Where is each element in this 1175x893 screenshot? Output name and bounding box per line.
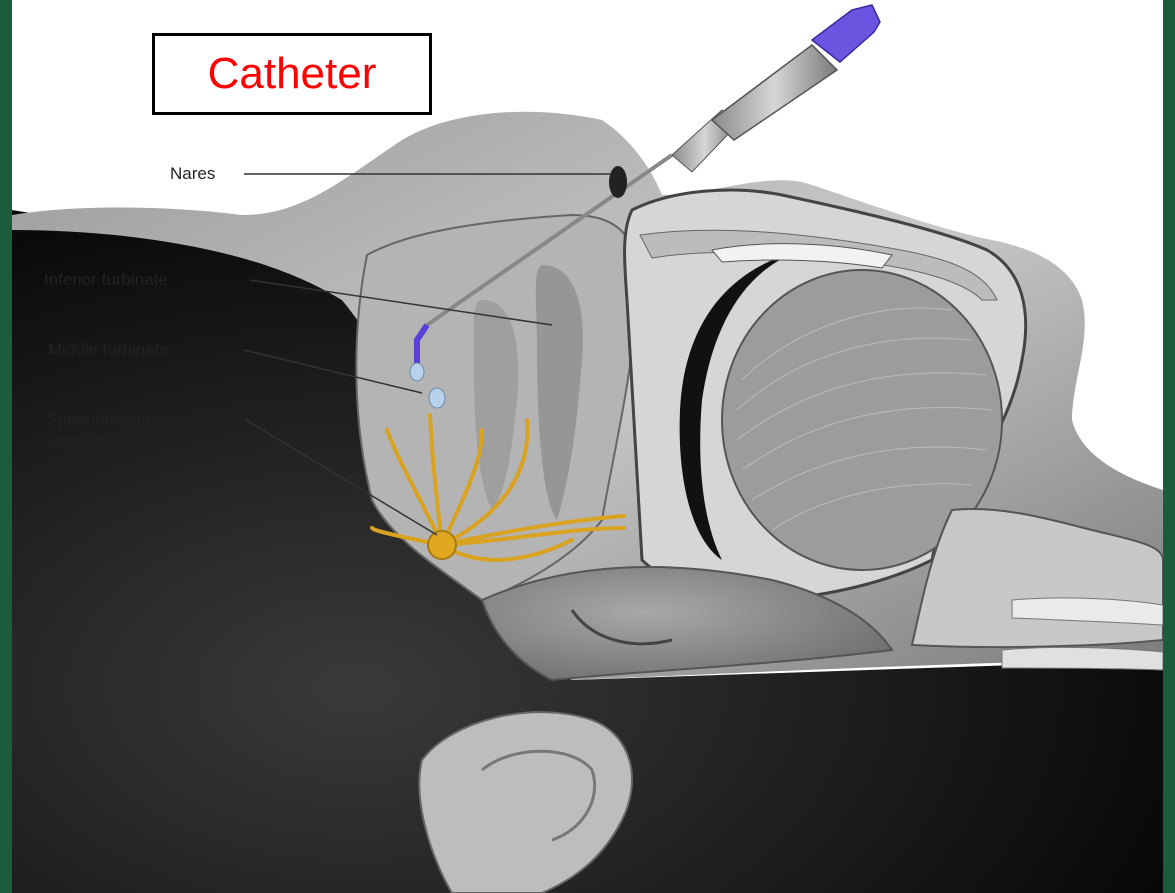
catheter-callout-text: Catheter — [208, 49, 377, 99]
label-inferior-turbinate: Inferior turbinate — [44, 270, 168, 290]
sphenopalatine-ganglion — [428, 531, 456, 559]
head-sagittal-illustration — [12, 0, 1163, 893]
label-sphenopalatine-line1: Sphenopalatine — [46, 410, 164, 430]
illustration-panel: Catheter Nares Inferior turbinate Middle… — [12, 0, 1163, 893]
catheter-callout-box: Catheter — [152, 33, 432, 115]
label-sphenopalatine-line2: ganglion — [46, 430, 110, 450]
catheter-hub — [812, 5, 880, 62]
nares-opening — [609, 166, 627, 198]
label-middle-turbinate: Middle turbinate — [48, 340, 169, 360]
label-nares: Nares — [170, 164, 215, 184]
